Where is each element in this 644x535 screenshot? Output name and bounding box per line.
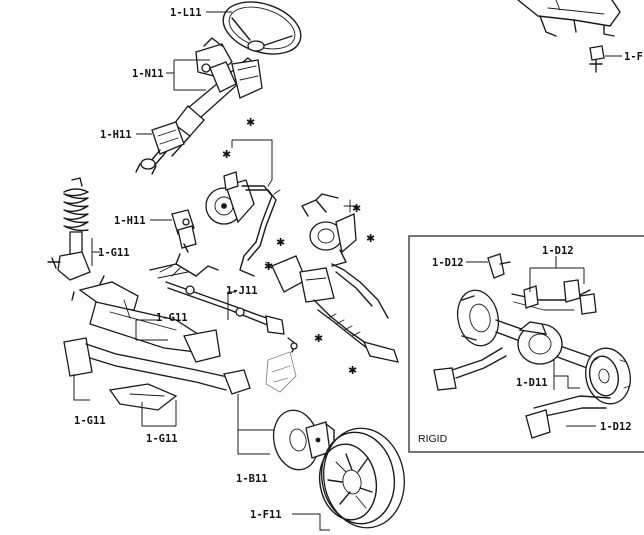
inset-title: RIGID (418, 433, 448, 445)
axle-bracket-left[interactable] (487, 253, 511, 279)
label-g11-member[interactable]: 1-G11 (156, 312, 188, 324)
leader-f11 (292, 513, 330, 531)
label-h11-mid[interactable]: 1-H11 (114, 215, 146, 227)
leader-b11 (237, 394, 274, 455)
leader-g11-member (135, 319, 168, 341)
rigid-axle-part[interactable] (433, 286, 635, 439)
leader-d12-top (529, 256, 585, 292)
rigid-axle-inset: 1-D12 1-D12 1-D11 1-D12 RIGID (408, 235, 644, 453)
label-d12-left[interactable]: 1-D12 (432, 257, 464, 269)
intermediate-shaft-part[interactable] (135, 121, 185, 175)
steering-wheel-part[interactable] (217, 0, 308, 63)
label-f11[interactable]: 1-F11 (250, 509, 282, 521)
label-d12-right[interactable]: 1-D12 (600, 421, 632, 433)
label-l11[interactable]: 1-L11 (170, 7, 202, 19)
leader-g11-strut (91, 238, 100, 266)
brake-disc-part[interactable] (268, 406, 335, 474)
leader-d11 (553, 360, 580, 390)
leader-n11 (166, 59, 210, 91)
leader-g11-bottom-mid (141, 400, 177, 427)
road-wheel-part[interactable] (314, 422, 412, 534)
front-strut-part[interactable] (47, 177, 91, 281)
leader-pump-star (231, 139, 273, 180)
label-n11[interactable]: 1-N11 (132, 68, 164, 80)
star-mark-rack-left: ✱ (264, 260, 273, 273)
power-steering-pump-part[interactable] (205, 171, 281, 277)
label-g11-bottom-left[interactable]: 1-G11 (74, 415, 106, 427)
label-d12-top[interactable]: 1-D12 (542, 245, 574, 257)
star-mark-pump-top: ✱ (246, 116, 255, 129)
star-mark-reservoir-right: ✱ (366, 232, 375, 245)
star-mark-rack-mid: ✱ (314, 332, 323, 345)
star-mark-reservoir-top: ✱ (352, 202, 361, 215)
label-j11[interactable]: 1-J11 (226, 285, 258, 297)
label-b11[interactable]: 1-B11 (236, 473, 268, 485)
universal-joint-part[interactable] (171, 209, 197, 253)
label-h11-top[interactable]: 1-H11 (100, 129, 132, 141)
crossmember-part[interactable] (63, 253, 251, 411)
leader-j11 (227, 291, 236, 320)
leader-g11-bottom-left (73, 374, 90, 401)
star-mark-pump-left: ✱ (222, 148, 231, 161)
label-d11[interactable]: 1-D11 (516, 377, 548, 389)
label-g11-strut[interactable]: 1-G11 (98, 247, 130, 259)
axle-bracket-mid[interactable] (523, 279, 597, 315)
star-mark-rack-bottom: ✱ (348, 364, 357, 377)
label-g11-bottom-mid[interactable]: 1-G11 (146, 433, 178, 445)
label-f-partial[interactable]: 1-F (624, 51, 643, 63)
steering-rack-part[interactable] (265, 255, 399, 363)
steering-column-part[interactable] (159, 37, 263, 157)
top-right-bracket-part[interactable] (517, 0, 621, 73)
star-mark-rack-top: ✱ (276, 236, 285, 249)
heat-shield-sketch (265, 351, 297, 393)
reservoir-part[interactable] (301, 193, 357, 267)
